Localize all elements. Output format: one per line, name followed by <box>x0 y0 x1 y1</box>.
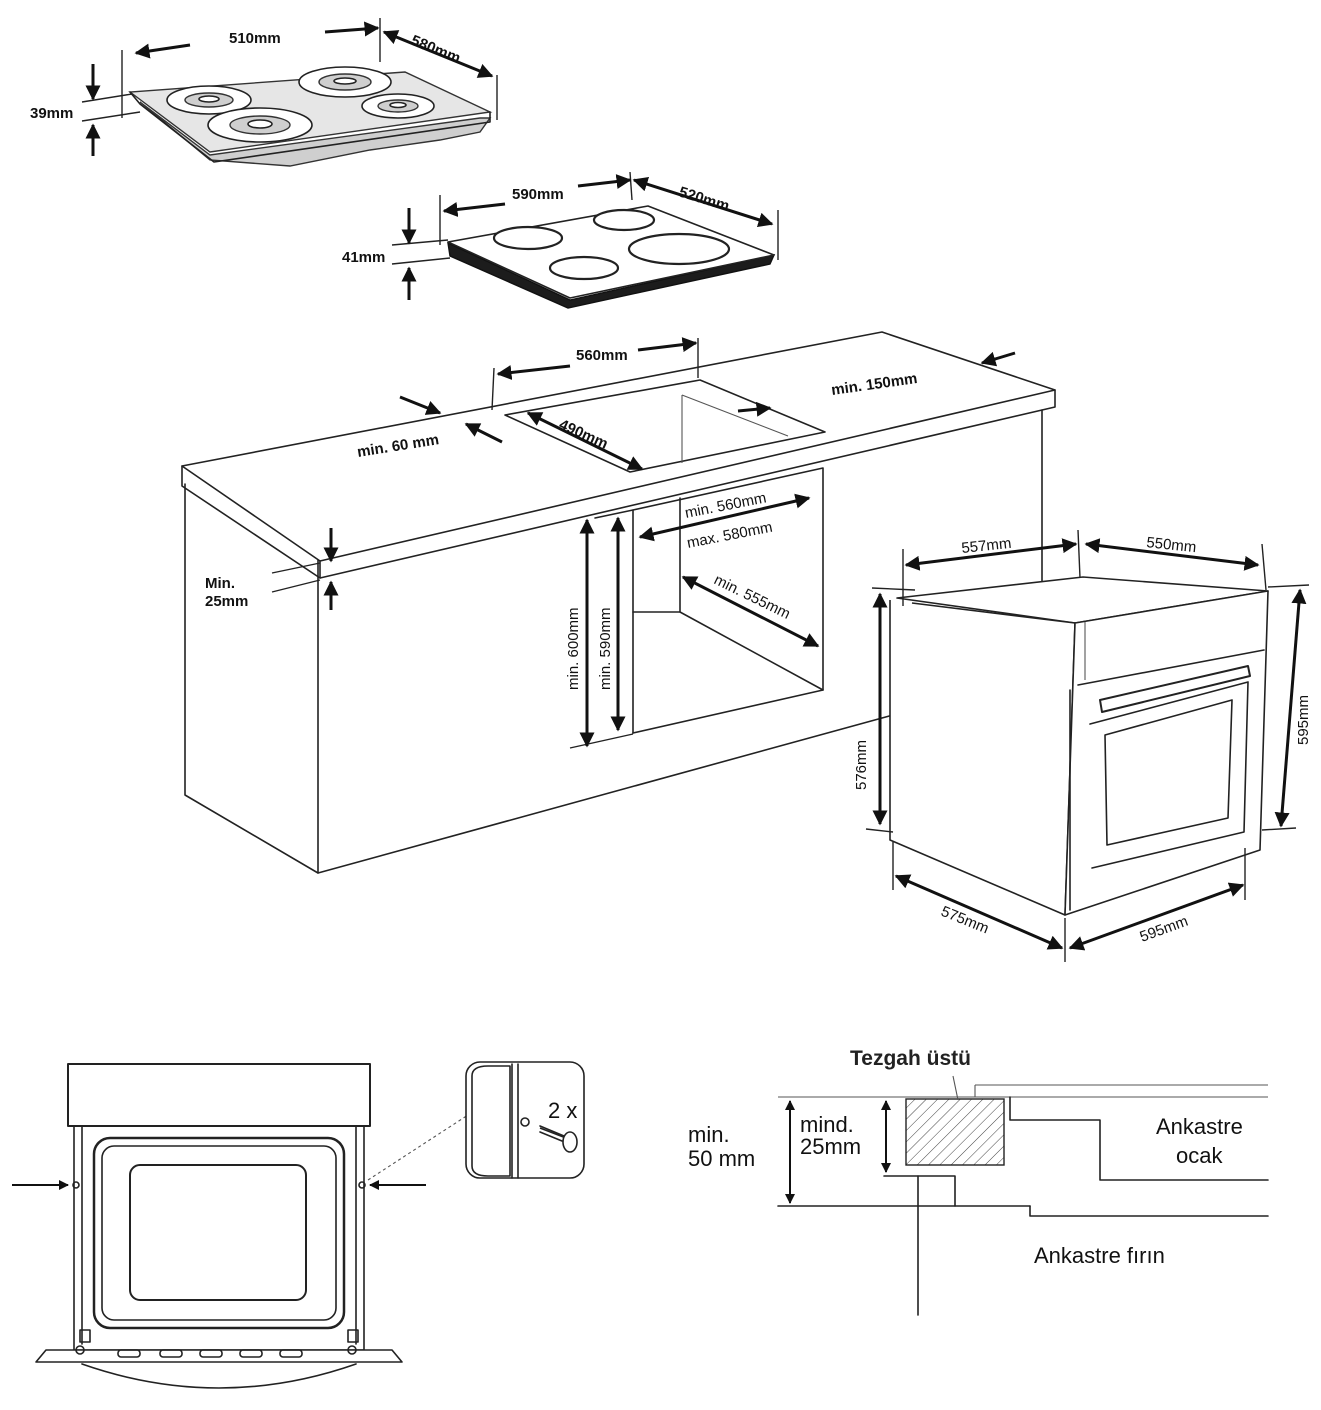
oven-bottom-depth-label: 575mm <box>939 903 992 938</box>
total-height-line2: 50 mm <box>688 1146 755 1171</box>
gas-hob-height-label: 39mm <box>30 105 73 122</box>
oven-front-mounting: 2 x <box>12 1061 585 1389</box>
countertop-thickness-line1: Min. <box>205 575 235 592</box>
oven-vent-slots <box>75 1345 357 1358</box>
section-detail: Tezgah üstü min. 50 mm mind. 25mm Ankast… <box>688 1047 1269 1316</box>
countertop-section <box>905 1098 1005 1166</box>
cooking-zone <box>627 232 731 266</box>
countertop-thickness-line2: 25mm <box>205 593 248 610</box>
niche-height-inner-label: min. 590mm <box>597 607 614 690</box>
min-thickness-line1: mind. <box>800 1112 854 1137</box>
mounting-screw-hole <box>358 1181 366 1189</box>
cooking-zone <box>548 255 620 281</box>
built-in-hob-line2: ocak <box>1176 1143 1223 1168</box>
niche-height-outer-label: min. 600mm <box>565 607 582 690</box>
gas-burner <box>298 66 392 98</box>
oven-bottom-width-label: 595mm <box>1138 913 1191 946</box>
gas-hob-width-label: 510mm <box>229 30 281 47</box>
gas-hob: 510mm 580mm 39mm <box>30 18 498 167</box>
oven-handle <box>1099 665 1251 713</box>
screw-icon <box>539 1125 578 1153</box>
cooking-zone <box>592 208 656 232</box>
gas-burner <box>361 93 435 119</box>
cutout-width-label: 560mm <box>576 347 628 364</box>
ceramic-hob-width-label: 590mm <box>512 186 564 203</box>
built-in-oven-label: Ankastre fırın <box>1034 1243 1165 1268</box>
built-in-oven: 557mm 550mm 576mm 595mm 575mm 595mm <box>853 529 1312 962</box>
kitchen-cabinet: 560mm 490mm min. 150mm min. 60 mm Min. 2… <box>181 331 1056 874</box>
countertop-label: Tezgah üstü <box>850 1047 971 1070</box>
oven-top-depth-label: 557mm <box>961 535 1013 557</box>
gas-burner <box>166 85 252 115</box>
ceramic-hob: 590mm 520mm 41mm <box>342 171 779 309</box>
oven-total-height-label: 595mm <box>1295 695 1312 745</box>
oven-top-width-label: 550mm <box>1146 534 1198 556</box>
total-height-line1: min. <box>688 1122 730 1147</box>
mounting-screw-hole <box>72 1181 80 1189</box>
screw-detail-inset: 2 x <box>465 1061 585 1179</box>
ceramic-hob-height-label: 41mm <box>342 249 385 266</box>
screw-count-label: 2 x <box>548 1098 577 1123</box>
gas-burner <box>207 107 313 143</box>
oven-door-window <box>1104 699 1233 846</box>
ceramic-hob-depth-label: 520mm <box>677 184 731 215</box>
cooking-zone <box>492 225 564 251</box>
min-thickness-line2: 25mm <box>800 1134 861 1159</box>
built-in-hob-line1: Ankastre <box>1156 1114 1243 1139</box>
oven-body-height-label: 576mm <box>853 740 870 790</box>
gas-hob-depth-label: 580mm <box>409 32 463 67</box>
